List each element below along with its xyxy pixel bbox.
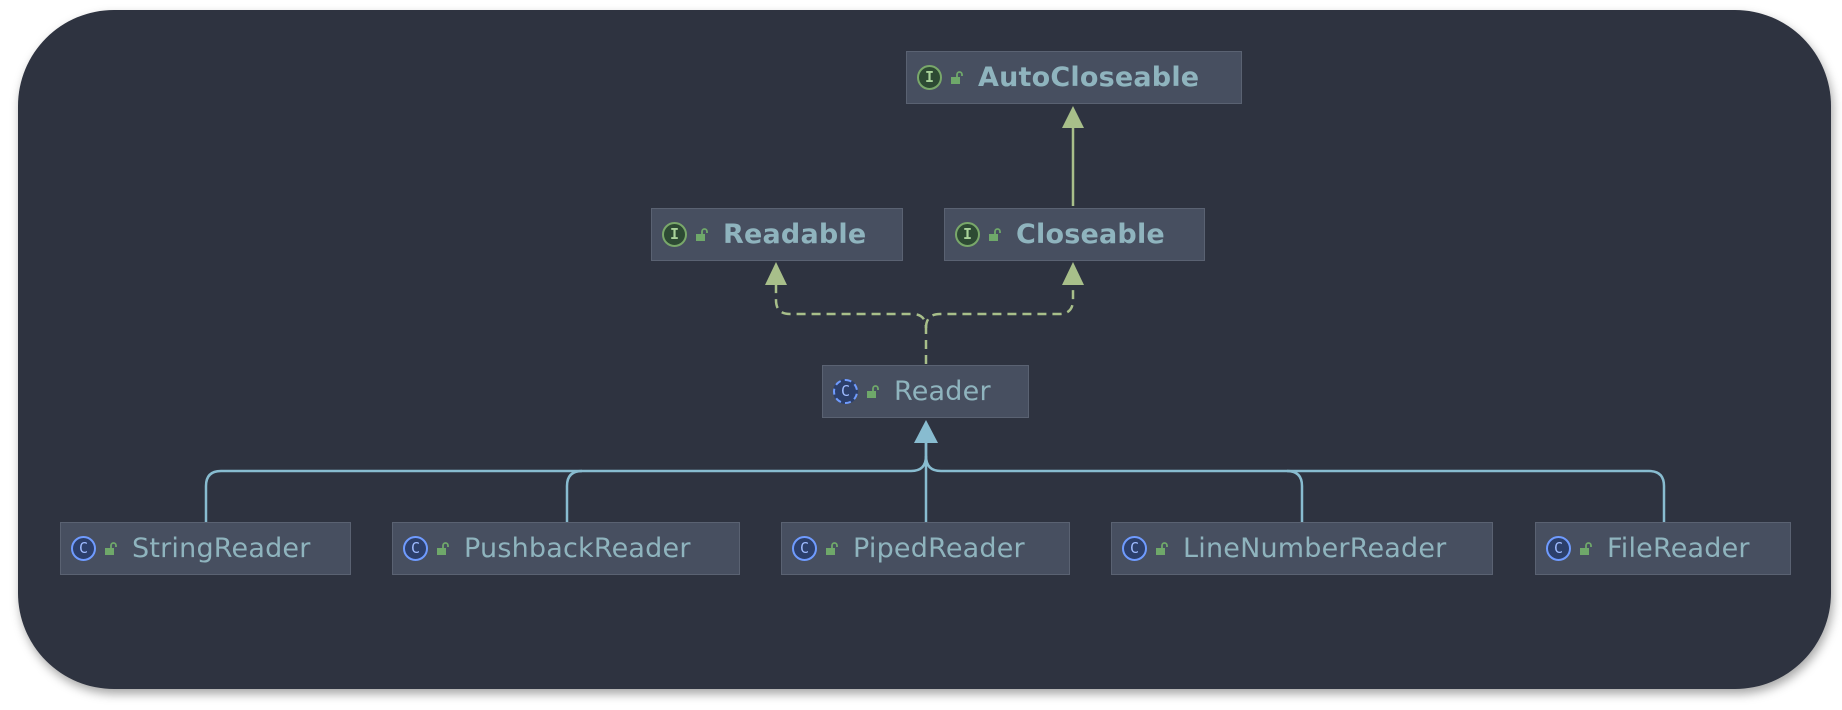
implements-arrowhead-closeable — [1062, 262, 1084, 285]
unlocked-icon — [436, 541, 450, 556]
node-pipedreader[interactable]: C PipedReader — [781, 522, 1070, 575]
node-label: Reader — [894, 376, 991, 407]
node-filereader[interactable]: C FileReader — [1535, 522, 1791, 575]
unlocked-icon — [1579, 541, 1593, 556]
class-icon: C — [792, 536, 817, 561]
class-icon: C — [1122, 536, 1147, 561]
node-linenumberreader[interactable]: C LineNumberReader — [1111, 522, 1493, 575]
node-label: Readable — [723, 219, 867, 250]
unlocked-icon — [1155, 541, 1169, 556]
node-label: AutoCloseable — [978, 62, 1200, 93]
unlocked-icon — [866, 384, 880, 399]
class-icon: C — [403, 536, 428, 561]
implements-arrowhead-readable — [765, 262, 787, 285]
edge-reader-implements — [774, 285, 1075, 364]
interface-icon: I — [662, 222, 687, 247]
node-closeable[interactable]: I Closeable — [944, 208, 1205, 261]
class-icon: C — [1546, 536, 1571, 561]
interface-icon: I — [955, 222, 980, 247]
node-stringreader[interactable]: C StringReader — [60, 522, 351, 575]
node-autocloseable[interactable]: I AutoCloseable — [906, 51, 1242, 104]
class-icon: C — [71, 536, 96, 561]
node-label: PushbackReader — [464, 533, 691, 564]
unlocked-icon — [104, 541, 118, 556]
unlocked-icon — [825, 541, 839, 556]
node-readable[interactable]: I Readable — [651, 208, 903, 261]
edge-closeable-to-autocloseable — [1062, 106, 1084, 206]
unlocked-icon — [950, 70, 964, 85]
node-pushbackreader[interactable]: C PushbackReader — [392, 522, 740, 575]
node-label: PipedReader — [853, 533, 1025, 564]
unlocked-icon — [988, 227, 1002, 242]
abstract-class-icon: C — [833, 379, 858, 404]
edge-subclasses-to-reader — [204, 443, 1666, 522]
diagram-canvas — [18, 10, 1831, 689]
inheritance-arrowhead — [1062, 106, 1084, 128]
node-reader[interactable]: C Reader — [822, 365, 1029, 418]
node-label: LineNumberReader — [1183, 533, 1447, 564]
node-label: StringReader — [132, 533, 311, 564]
node-label: Closeable — [1016, 219, 1165, 250]
interface-icon: I — [917, 65, 942, 90]
node-label: FileReader — [1607, 533, 1750, 564]
unlocked-icon — [695, 227, 709, 242]
inheritance-arrowhead — [914, 420, 938, 443]
